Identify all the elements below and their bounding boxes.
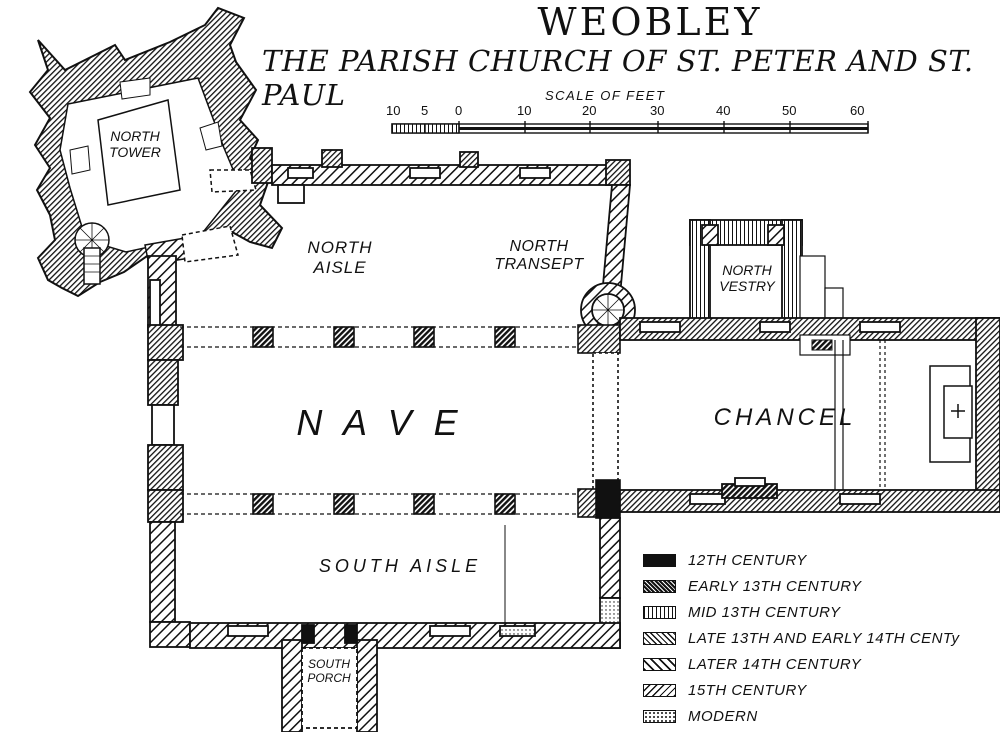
north-tower-walls <box>28 6 284 298</box>
legend-swatch-early-13th <box>643 580 676 593</box>
room-label-north-tower: NORTH TOWER <box>100 128 170 160</box>
room-label-north-vestry: NORTH VESTRY <box>708 262 786 294</box>
scale-tick: 20 <box>582 103 597 118</box>
room-label-north-aisle: NORTH AISLE <box>295 238 385 277</box>
scale-tick: 10 <box>386 103 401 118</box>
room-label-line: NORTH <box>722 262 772 278</box>
room-label-line: TRANSEPT <box>494 256 584 274</box>
room-label-chancel: CHANCEL <box>713 404 857 431</box>
legend-label: LATE 13TH AND EARLY 14TH CENTy <box>688 630 960 647</box>
room-label-south-porch: SOUTH PORCH <box>300 657 358 686</box>
legend-label: MID 13TH CENTURY <box>688 604 841 621</box>
plan-title: WEOBLEY <box>537 0 763 44</box>
legend-label: LATER 14TH CENTURY <box>688 656 862 673</box>
legend-swatch-mid-13th <box>643 606 676 619</box>
scale-tick: 30 <box>650 103 665 118</box>
north-vestry-walls <box>689 219 844 329</box>
legend-label: EARLY 13TH CENTURY <box>688 578 862 595</box>
scale-tick: 0 <box>455 103 463 118</box>
room-label-line: NORTH <box>509 238 569 255</box>
scale-tick: 5 <box>421 103 429 118</box>
chancel-walls <box>619 317 1000 513</box>
scale-label: SCALE OF FEET <box>545 88 666 103</box>
room-label-line: VESTRY <box>719 278 775 295</box>
legend-label: 15TH CENTURY <box>688 682 807 699</box>
altar <box>929 365 973 463</box>
room-label-line: SOUTH <box>308 657 350 671</box>
arcade-piers <box>252 326 516 515</box>
room-label-nave: N A V E <box>296 402 464 443</box>
room-label-line: TOWER <box>109 144 161 161</box>
legend-swatch-15th <box>643 684 676 697</box>
scale-tick: 60 <box>850 103 865 118</box>
scale-tick: 50 <box>782 103 797 118</box>
north-aisle-wall <box>251 147 631 204</box>
chancel-arch <box>577 324 621 519</box>
room-label-line: PORCH <box>307 670 351 685</box>
scale-bar <box>391 121 869 134</box>
south-aisle-walls <box>189 517 621 649</box>
room-label-south-aisle: SOUTH AISLE <box>318 556 482 576</box>
plan-subtitle: THE PARISH CHURCH OF ST. PETER AND ST. P… <box>262 44 974 112</box>
room-label-line: AISLE <box>313 257 367 277</box>
legend-swatch-modern <box>643 710 676 723</box>
south-porch-walls <box>281 624 378 732</box>
scale-tick: 40 <box>716 103 731 118</box>
room-label-line: NORTH <box>110 128 160 144</box>
sanctuary <box>834 340 886 490</box>
legend-swatch-12th <box>643 554 676 567</box>
legend-label: 12TH CENTURY <box>688 552 807 569</box>
legend-swatch-late-13th <box>643 632 676 645</box>
room-label-north-transept: NORTH TRANSEPT <box>478 238 600 275</box>
room-label-line: NORTH <box>307 238 373 257</box>
legend-swatch-later-14th <box>643 658 676 671</box>
legend-label: MODERN <box>688 708 758 725</box>
west-walls <box>147 255 191 648</box>
scale-tick: 10 <box>517 103 532 118</box>
